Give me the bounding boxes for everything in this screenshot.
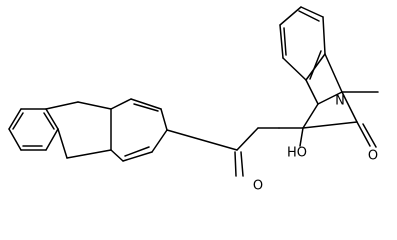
bond-line-30	[305, 79, 319, 105]
bond-line-25	[234, 151, 237, 177]
bond-line-10	[77, 101, 112, 110]
ketone-oxygen-atom-label: O	[253, 179, 263, 194]
bond-line-14	[110, 98, 132, 110]
bond-line-28	[299, 127, 304, 147]
bond-line-42	[300, 6, 324, 18]
bond-line-15	[130, 98, 162, 110]
bond-line-24	[240, 151, 244, 177]
bond-line-8	[43, 112, 55, 130]
bond-line-17	[151, 129, 168, 153]
hydroxyl-group-label: HO	[287, 146, 307, 161]
bond-line-44	[283, 27, 287, 56]
bond-line-1	[8, 128, 22, 151]
nitrogen-atom-label: N	[335, 94, 345, 109]
bond-line-18	[122, 151, 153, 162]
molecule-structure-canvas: N O O HO	[8, 6, 379, 194]
bond-line-11	[57, 128, 68, 159]
bond-line-0	[8, 108, 22, 130]
bond-line-9	[45, 101, 79, 110]
bond-line-40	[279, 24, 284, 59]
bond-line-33	[341, 91, 358, 123]
bond-line-31	[317, 91, 343, 105]
bond-line-39	[282, 57, 307, 81]
bond-line-38	[324, 53, 343, 93]
bond-line-36	[362, 123, 377, 148]
bond-line-16	[160, 108, 168, 131]
lactam-oxygen-atom-label: O	[368, 149, 378, 164]
bond-line-12	[66, 149, 112, 159]
atom-labels-group: N O O HO	[253, 94, 378, 194]
bond-line-6	[12, 112, 24, 130]
bond-line-22	[166, 129, 238, 151]
bond-line-21	[124, 146, 150, 157]
bond-line-19	[110, 149, 124, 162]
bond-line-34	[302, 121, 358, 129]
bonds-group	[8, 6, 379, 177]
bond-line-3	[45, 128, 59, 151]
bond-line-45	[298, 10, 320, 22]
bond-line-43	[322, 16, 326, 55]
bond-line-35	[356, 121, 371, 147]
bond-line-46	[309, 50, 322, 80]
bond-line-23	[236, 127, 259, 151]
bond-line-4	[45, 108, 59, 130]
structure-svg: N O O HO	[8, 6, 379, 194]
bond-line-20	[133, 103, 159, 112]
bond-line-41	[279, 6, 302, 26]
bond-line-29	[302, 103, 319, 129]
